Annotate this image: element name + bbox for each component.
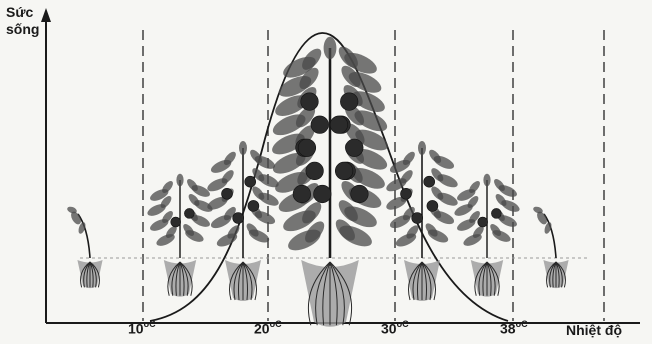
roots (404, 260, 440, 301)
roots (225, 260, 261, 301)
y-axis-arrow (41, 8, 51, 22)
plant-1-wilted (66, 205, 102, 288)
tick-38c: 38oC (500, 320, 528, 337)
roots (77, 260, 102, 288)
plant-2-small (146, 174, 215, 297)
tick-20c: 20oC (254, 320, 282, 337)
tick-30c: 30oC (381, 320, 409, 337)
plant-6-small (453, 174, 522, 297)
roots (301, 260, 359, 327)
y-axis-label-line1: Sức (6, 4, 33, 20)
roots (164, 260, 196, 297)
x-axis-label: Nhiệt độ (566, 322, 622, 338)
roots (543, 260, 568, 288)
plant-7-wilted (532, 205, 568, 288)
plants-layer (66, 37, 568, 327)
plant-4-large-fruiting (269, 37, 391, 327)
plant-3-medium (205, 141, 280, 301)
fruits (478, 208, 502, 226)
tick-10c: 10oC (128, 320, 156, 337)
roots (471, 260, 503, 297)
y-axis-label-line2: sống (6, 21, 39, 37)
fruits (171, 208, 195, 226)
